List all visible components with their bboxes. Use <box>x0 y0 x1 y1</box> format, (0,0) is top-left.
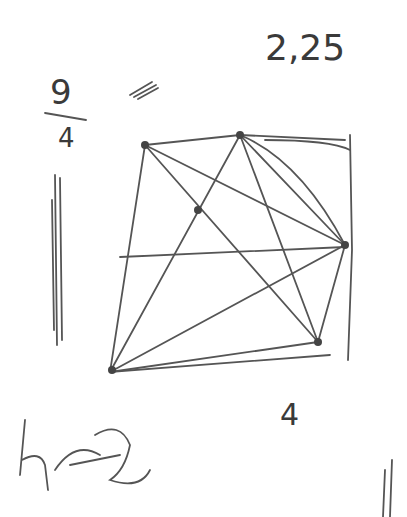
scribble <box>130 82 158 99</box>
handwritten-note: 4 <box>58 125 75 151</box>
handwritten-note: 4 <box>280 400 299 430</box>
fraction-bar <box>45 113 86 120</box>
line <box>145 145 318 342</box>
scribble <box>383 460 392 517</box>
point <box>108 366 116 374</box>
handwritten-note: 9 <box>50 75 72 109</box>
line <box>110 245 345 372</box>
point <box>236 131 244 139</box>
line <box>110 342 318 372</box>
signature <box>20 420 150 490</box>
point <box>141 141 149 149</box>
square-outline <box>110 135 352 372</box>
line <box>265 140 350 150</box>
line <box>240 135 318 342</box>
segment <box>52 175 62 345</box>
point <box>341 241 349 249</box>
line <box>120 247 345 257</box>
point <box>194 206 202 214</box>
point <box>314 338 322 346</box>
handwritten-note: 2,25 <box>265 30 345 66</box>
line <box>145 145 345 245</box>
line <box>240 135 345 245</box>
line <box>318 245 345 342</box>
line <box>240 135 345 245</box>
